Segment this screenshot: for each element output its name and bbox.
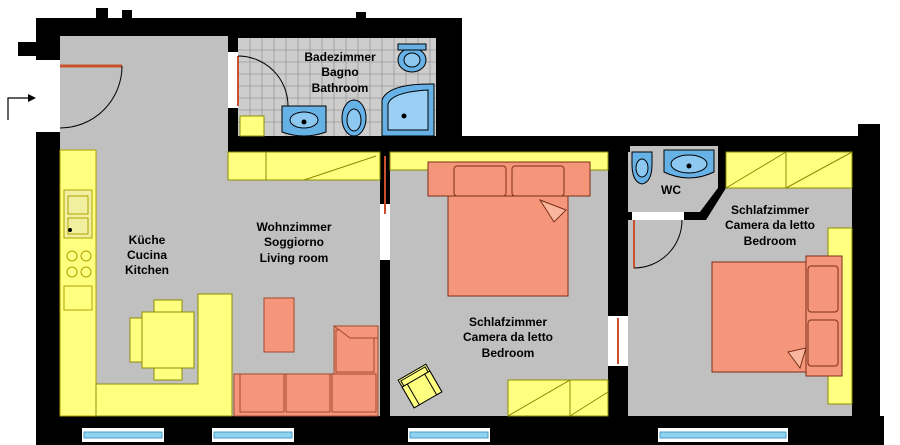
dining-chair [153,299,183,313]
living-shelf [227,151,381,181]
svg-text:Kitchen: Kitchen [125,263,169,277]
svg-text:Bagno: Bagno [321,65,358,79]
sofa [233,297,379,417]
kitchen-counter [59,149,97,417]
svg-text:Schlafzimmer: Schlafzimmer [731,203,809,217]
room-label-kitchen: Küche Cucina Kitchen [125,233,169,277]
svg-text:Bedroom: Bedroom [744,234,797,248]
wardrobe [507,379,609,417]
room-label-bedroom1: Schlafzimmer Camera da letto Bedroom [463,315,553,360]
bathroom-door-swing [237,55,289,107]
room-label-wc: WC [661,183,681,197]
svg-text:Bedroom: Bedroom [482,346,535,360]
room-label-bathroom: Badezimmer Bagno Bathroom [304,50,376,95]
wc-door-swing [633,219,683,269]
doors [7,52,684,366]
bedroom1-door-opening [380,204,390,260]
dining-chair [129,317,143,363]
svg-text:Cucina: Cucina [127,248,167,262]
svg-text:Bathroom: Bathroom [312,81,369,95]
bathroom-door-opening [228,52,238,108]
svg-text:Living room: Living room [260,251,329,265]
stove-icon [66,250,78,262]
double-bed [711,255,843,377]
room-label-bedroom2: Schlafzimmer Camera da letto Bedroom [725,203,815,248]
room-label-living: Wohnzimmer Soggiorno Living room [256,220,331,265]
svg-text:Soggiorno: Soggiorno [264,235,324,249]
entrance-arrow-icon [7,97,28,120]
armchair [397,363,443,409]
svg-text:WC: WC [661,183,681,197]
windows [82,428,788,442]
dining-table [141,311,195,369]
svg-text:Küche: Küche [129,233,166,247]
wc-door-opening [632,212,684,220]
svg-text:Camera da letto: Camera da letto [725,218,815,232]
dining-chair [153,367,183,381]
svg-text:Wohnzimmer: Wohnzimmer [256,220,331,234]
wc-fixtures [631,149,715,185]
bathroom-fixtures [239,43,435,137]
entrance-door-swing [59,65,123,129]
living-furniture [95,151,381,417]
svg-text:Badezimmer: Badezimmer [304,50,376,64]
wardrobe [725,151,853,189]
l-shaped-sideboard [95,293,233,417]
double-bed [427,161,591,297]
svg-text:Camera da letto: Camera da letto [463,330,553,344]
entrance-door-opening [36,60,60,132]
coffee-table [263,297,295,353]
shelf [239,115,265,137]
svg-text:Schlafzimmer: Schlafzimmer [469,315,547,329]
